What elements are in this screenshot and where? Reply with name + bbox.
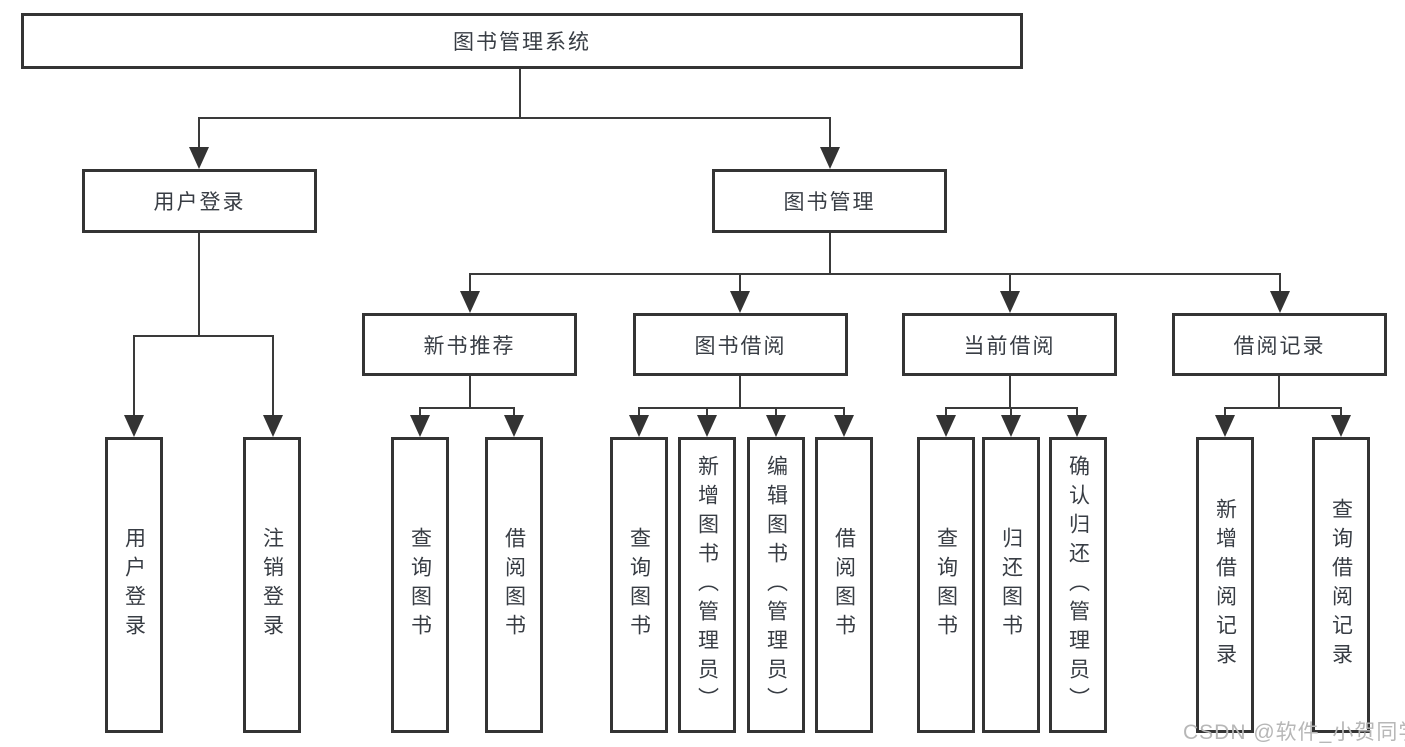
leaf-label: 查询图书 — [408, 527, 432, 643]
leaf-query-books-borrowing: 查询图书 — [610, 437, 668, 733]
connector-line — [945, 407, 947, 417]
leaf-label: 查询图书 — [627, 527, 651, 643]
connector-line — [638, 407, 845, 409]
leaf-label: 借阅图书 — [832, 527, 856, 643]
node-label: 图书借阅 — [694, 334, 787, 358]
connector-line — [1009, 376, 1011, 407]
leaf-edit-books-admin: 编辑图书（管理员） — [747, 437, 805, 733]
node-label: 图书管理系统 — [453, 31, 591, 54]
arrowhead-down-icon — [1000, 291, 1020, 313]
leaf-query-books-recommend: 查询图书 — [391, 437, 449, 733]
leaf-add-books-admin: 新增图书（管理员） — [678, 437, 736, 733]
leaf-confirm-return-admin: 确认归还（管理员） — [1049, 437, 1107, 733]
leaf-label: 借阅图书 — [502, 527, 526, 643]
leaf-borrow-books-recommend: 借阅图书 — [485, 437, 543, 733]
connector-line — [1279, 273, 1281, 293]
connector-line — [469, 273, 471, 293]
leaf-label: 新增借阅记录 — [1213, 498, 1237, 672]
connector-line — [829, 117, 831, 149]
connector-line — [198, 117, 831, 119]
node-borrowing-records: 借阅记录 — [1172, 313, 1387, 376]
connector-line — [1224, 407, 1342, 409]
connector-line — [638, 407, 640, 417]
arrowhead-down-icon — [263, 415, 283, 437]
arrowhead-down-icon — [820, 147, 840, 169]
leaf-borrow-books-borrowing: 借阅图书 — [815, 437, 873, 733]
connector-line — [1010, 407, 1012, 417]
leaf-label: 归还图书 — [999, 527, 1023, 643]
connector-line — [1009, 273, 1011, 293]
connector-line — [843, 407, 845, 417]
leaf-query-borrow-record: 查询借阅记录 — [1312, 437, 1370, 733]
leaf-user-login: 用户登录 — [105, 437, 163, 733]
arrowhead-down-icon — [124, 415, 144, 437]
arrowhead-down-icon — [1001, 415, 1021, 437]
node-new-book-recommend: 新书推荐 — [362, 313, 577, 376]
arrowhead-down-icon — [936, 415, 956, 437]
connector-line — [469, 273, 1281, 275]
arrowhead-down-icon — [730, 291, 750, 313]
leaf-add-borrow-record: 新增借阅记录 — [1196, 437, 1254, 733]
leaf-label: 新增图书（管理员） — [695, 454, 719, 716]
connector-line — [1076, 407, 1078, 417]
leaf-return-books: 归还图书 — [982, 437, 1040, 733]
connector-line — [775, 407, 777, 417]
connector-line — [829, 233, 831, 273]
node-label: 图书管理 — [783, 191, 876, 214]
connector-line — [519, 69, 521, 117]
node-book-management: 图书管理 — [712, 169, 947, 233]
node-user-login: 用户登录 — [82, 169, 317, 233]
node-label: 当前借阅 — [963, 334, 1056, 358]
arrowhead-down-icon — [504, 415, 524, 437]
leaf-label: 用户登录 — [122, 527, 146, 643]
leaf-logout-login: 注销登录 — [243, 437, 301, 733]
node-book-borrowing: 图书借阅 — [633, 313, 848, 376]
arrowhead-down-icon — [1270, 291, 1290, 313]
connector-line — [198, 117, 200, 149]
node-label: 借阅记录 — [1233, 334, 1326, 358]
connector-line — [419, 407, 421, 417]
connector-line — [133, 335, 274, 337]
arrowhead-down-icon — [189, 147, 209, 169]
watermark-text: CSDN @软件_小贺同学 — [1183, 721, 1405, 744]
arrowhead-down-icon — [629, 415, 649, 437]
connector-line — [706, 407, 708, 417]
connector-line — [133, 335, 135, 417]
connector-line — [513, 407, 515, 417]
arrowhead-down-icon — [1331, 415, 1351, 437]
connector-line — [419, 407, 515, 409]
connector-line — [739, 273, 741, 293]
connector-line — [1278, 376, 1280, 407]
node-label: 新书推荐 — [423, 334, 516, 358]
leaf-label: 查询借阅记录 — [1329, 498, 1353, 672]
leaf-label: 注销登录 — [260, 527, 284, 643]
node-current-borrowing: 当前借阅 — [902, 313, 1117, 376]
arrowhead-down-icon — [766, 415, 786, 437]
arrowhead-down-icon — [460, 291, 480, 313]
leaf-query-books-current: 查询图书 — [917, 437, 975, 733]
node-library-system: 图书管理系统 — [21, 13, 1023, 69]
connector-line — [1224, 407, 1226, 417]
arrowhead-down-icon — [834, 415, 854, 437]
connector-line — [272, 335, 274, 417]
connector-line — [1340, 407, 1342, 417]
connector-line — [469, 376, 471, 407]
leaf-label: 查询图书 — [934, 527, 958, 643]
arrowhead-down-icon — [1067, 415, 1087, 437]
node-label: 用户登录 — [153, 191, 246, 214]
arrowhead-down-icon — [410, 415, 430, 437]
connector-line — [739, 376, 741, 407]
arrowhead-down-icon — [697, 415, 717, 437]
connector-line — [198, 233, 200, 335]
arrowhead-down-icon — [1215, 415, 1235, 437]
leaf-label: 编辑图书（管理员） — [764, 454, 788, 716]
leaf-label: 确认归还（管理员） — [1066, 454, 1090, 716]
